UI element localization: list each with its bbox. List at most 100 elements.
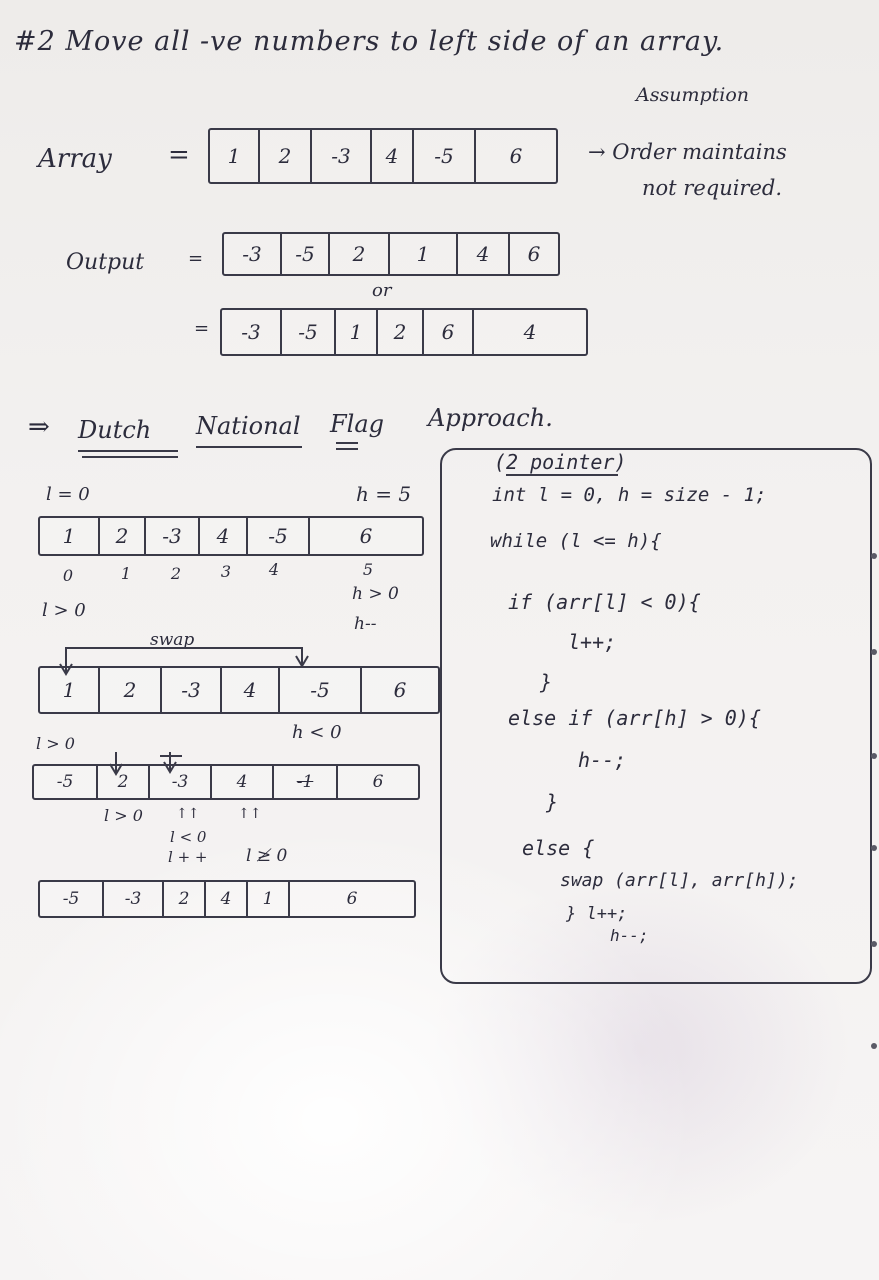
trace-l-inc: l + + [168,848,208,866]
output-equals: = [188,248,204,269]
code-line: swap (arr[l], arr[h]); [560,870,799,891]
assumption-heading: Assumption [636,84,750,106]
output-equals-2: = [194,318,210,339]
code-line: h--; [578,748,627,772]
or-label: or [372,280,392,301]
dutch-underline [78,450,178,452]
code-line: int l = 0, h = size - 1; [492,484,767,506]
assumption-line-1: → Order maintains [588,140,787,164]
output-cell: -3 [224,234,282,274]
trace-cell: 4 [200,518,248,554]
trace-array-2: 1 2 -3 4 -5 6 [38,666,440,714]
dutch-underline-2 [82,456,178,458]
trace-cell: -5 [280,668,362,712]
output-cell: 2 [378,310,424,354]
trace-h-init: h = 5 [356,482,412,506]
array-equals: = [168,140,190,170]
trace-l-lt0: l < 0 [170,828,207,846]
array-label: Array [38,144,112,174]
trace-cell: -3 [146,518,200,554]
page-title: #2 Move all -ve numbers to left side of … [14,26,725,57]
trace-cell: 1 [248,882,290,916]
trace-index: 1 [120,564,132,583]
trace-cell: 2 [100,668,162,712]
trace-l-ge0: l ≱ 0 [246,846,288,866]
output-label: Output [66,250,145,275]
output-cell: 4 [523,320,537,344]
trace-cell: -3 [104,882,164,916]
trace-l-init: l = 0 [46,484,90,505]
array-cell: -5 [414,130,476,182]
code-line: } l++; [566,904,628,924]
trace-cell: 4 [222,668,280,712]
output-cell: 1 [390,234,458,274]
flag-underline-2 [336,448,358,450]
output-cell: -3 [222,310,282,354]
approach-arrow: ⇒ [28,412,50,442]
trace-array-4: -5 -3 2 4 1 6 [38,880,416,918]
input-array: 1 2 -3 4 -5 6 [208,128,558,184]
trace-cell: -3 [150,766,212,798]
trace-cell: 4 [212,766,274,798]
array-cell: -3 [312,130,372,182]
trace-h-gt0: h > 0 [352,584,399,604]
array-cell: 6 [509,144,523,168]
code-line: } [540,670,553,694]
trace-cell: 6 [372,772,384,792]
code-line: h--; [610,926,649,945]
approach-dutch: Dutch [78,416,152,444]
output-array-2: -3 -5 1 2 6 4 [220,308,588,356]
output-cell: 2 [330,234,390,274]
trace-index: 0 [62,566,74,585]
trace-arrows-up: ↑↑ [176,806,200,822]
trace-l-gt0-b: l > 0 [36,734,75,753]
output-array-1: -3 -5 2 1 4 6 [222,232,560,276]
trace-cell: -5 [40,882,104,916]
trace-cell: 2 [164,882,206,916]
trace-l-gt0: l > 0 [42,600,86,621]
output-cell: 6 [527,242,541,266]
approach-flag: Flag [330,410,384,438]
code-line: else { [522,836,595,860]
trace-cell: 1 [40,668,100,712]
array-cell: 2 [260,130,312,182]
assumption-line-2: not required. [642,176,783,200]
trace-cell: 1 [40,518,100,554]
trace-cell: -5 [248,518,310,554]
trace-cell: 4 [206,882,248,916]
trace-arrows-up-2: ↑↑ [238,806,262,822]
trace-cell: 6 [393,678,407,702]
output-cell: 4 [458,234,510,274]
trace-cell: 2 [98,766,150,798]
output-cell: 1 [336,310,378,354]
approach-national: National [196,412,301,440]
trace-index: 5 [362,560,374,579]
trace-swap: swap [150,630,195,650]
code-line: if (arr[l] < 0){ [508,590,701,614]
array-cell: 4 [372,130,414,182]
trace-index: 2 [170,564,182,583]
output-cell: 6 [424,310,474,354]
array-cell: 1 [210,130,260,182]
trace-index: 4 [268,560,280,579]
output-cell: -5 [282,234,330,274]
code-line: } [546,790,559,814]
code-comment: (2 pointer) [494,450,627,474]
trace-cell: -3 [162,668,222,712]
code-line: else if (arr[h] > 0){ [508,706,761,730]
national-underline [196,446,302,448]
trace-h-dec: h-- [354,614,377,634]
trace-cell: -1 [274,766,338,798]
trace-l-gt0-c: l > 0 [104,806,143,825]
trace-cell: -5 [34,766,98,798]
trace-array-3: -5 2 -3 4 -1 6 [32,764,420,800]
output-cell: -5 [282,310,336,354]
code-line: while (l <= h){ [490,530,662,552]
trace-cell: 6 [359,524,373,548]
trace-h-lt0: h < 0 [292,722,342,743]
code-box [440,448,872,984]
trace-cell: 2 [100,518,146,554]
